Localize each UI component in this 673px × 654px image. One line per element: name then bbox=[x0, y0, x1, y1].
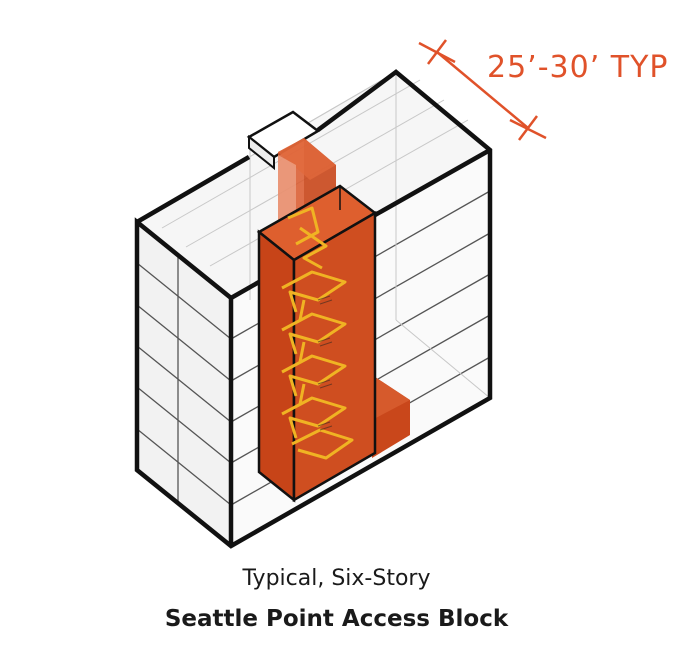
roof-penthouse bbox=[246, 110, 321, 171]
dimension-line bbox=[436, 51, 529, 129]
building-axonometric-diagram: 25’-30’ TYP bbox=[134, 39, 669, 549]
dimension-label: 25’-30’ TYP bbox=[487, 50, 669, 85]
stair-lines bbox=[281, 206, 354, 460]
circulation-core bbox=[256, 138, 410, 503]
caption-subtitle: Typical, Six-Story bbox=[242, 566, 431, 591]
dimension-annotation bbox=[418, 39, 547, 141]
caption-title: Seattle Point Access Block bbox=[164, 606, 509, 632]
stair-treads bbox=[317, 295, 333, 431]
building-outline bbox=[134, 69, 493, 549]
core-left-face bbox=[257, 229, 296, 503]
